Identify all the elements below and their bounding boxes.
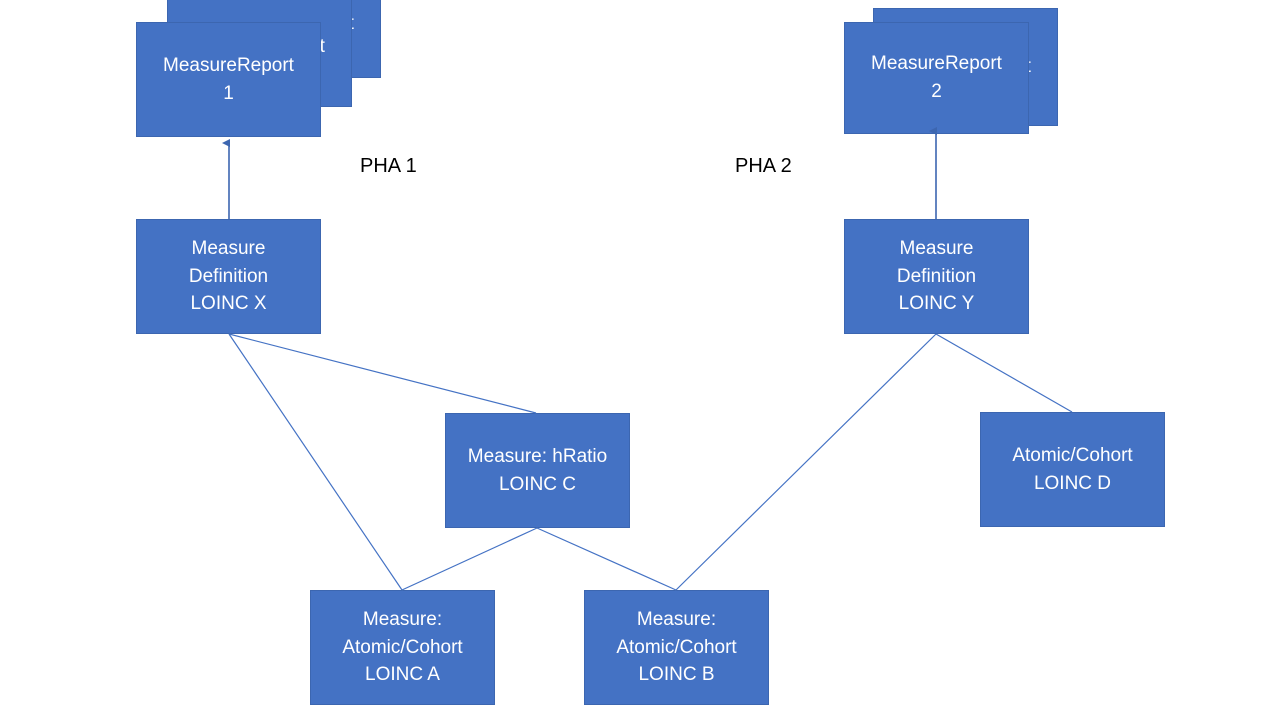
edge-hratio-c-to-atomic-b [536,527,677,591]
edge-hratio-c-to-atomic-a [401,527,538,591]
measure-hratio-loinc-c[interactable]: Measure: hRatio LOINC C [445,413,630,528]
measure-atomic-cohort-loinc-b[interactable]: Measure: Atomic/Cohort LOINC B [584,590,769,705]
pha-2-label: PHA 2 [735,155,792,177]
measure-definition-loinc-x-label: Measure Definition LOINC X [188,238,269,315]
edge-definition-y-to-atomic-b [675,333,937,591]
edge-definition-x-to-atomic-a [228,333,403,591]
edge-definition-x-to-hratio-c [228,333,537,414]
measure-atomic-cohort-loinc-b-label: Measure: Atomic/Cohort LOINC B [616,609,737,686]
measure-report-1[interactable]: MeasureReport 1 [136,22,321,137]
pha-1-label: PHA 1 [360,155,417,177]
atomic-cohort-loinc-d[interactable]: Atomic/Cohort LOINC D [980,412,1165,527]
measure-atomic-cohort-loinc-a-label: Measure: Atomic/Cohort LOINC A [342,609,463,686]
measure-definition-loinc-x[interactable]: Measure Definition LOINC X [136,219,321,334]
measure-definition-loinc-y-label: Measure Definition LOINC Y [896,238,977,315]
measure-definition-loinc-y[interactable]: Measure Definition LOINC Y [844,219,1029,334]
measure-report-2-label: MeasureReport 2 [871,53,1002,102]
measure-report-2[interactable]: MeasureReport 2 [844,22,1029,134]
measure-atomic-cohort-loinc-a[interactable]: Measure: Atomic/Cohort LOINC A [310,590,495,705]
measure-report-1-label: MeasureReport 1 [163,54,294,104]
edge-definition-y-to-atomic-d [935,333,1073,413]
atomic-cohort-loinc-d-label: Atomic/Cohort LOINC D [1012,444,1133,494]
measure-hratio-loinc-c-label: Measure: hRatio LOINC C [467,445,608,495]
